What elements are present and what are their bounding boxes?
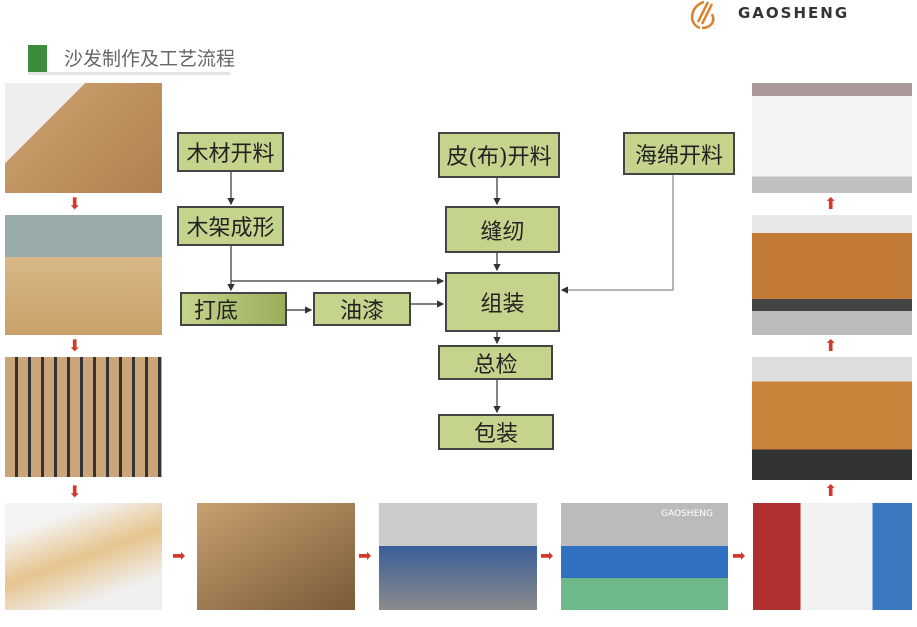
arrow-up-icon: ⬆ [824, 336, 838, 355]
photo-foam-gluing [753, 503, 912, 610]
flow-step-frame: 木架成形 [177, 206, 284, 246]
flow-step-sewing: 缝纫 [445, 206, 560, 253]
photo-sewing-workshop [379, 503, 537, 610]
flow-step-paint: 油漆 [313, 292, 411, 326]
arrow-up-icon: ⬆ [824, 481, 838, 500]
arrow-down-icon: ⬇ [68, 336, 82, 355]
photo-frame-with-straps [5, 503, 162, 610]
flow-step-wood-cut: 木材开料 [177, 132, 284, 172]
title-accent-bar [28, 45, 47, 73]
flow-step-leather-cut: 皮(布)开料 [438, 132, 560, 178]
photo-cutting-leather [197, 503, 355, 610]
page-title: 沙发制作及工艺流程 [64, 48, 236, 70]
arrow-down-icon: ⬇ [68, 482, 82, 501]
flow-step-inspection: 总检 [438, 345, 553, 380]
arrow-up-icon: ⬆ [824, 194, 838, 213]
arrow-right-icon: ➡ [172, 546, 186, 565]
photo-watermark: GAOSHENG [661, 509, 713, 519]
arrow-right-icon: ➡ [540, 546, 554, 565]
flow-step-packing: 包装 [438, 414, 554, 450]
arrow-right-icon: ➡ [358, 546, 372, 565]
gaosheng-logo-icon [691, 0, 715, 30]
photo-measuring-wood [5, 83, 162, 193]
photo-wrapped-sofa [752, 83, 912, 193]
arrow-right-icon: ➡ [732, 546, 746, 565]
flow-step-foam-cut: 海绵开料 [623, 132, 735, 175]
photo-finished-sofa [752, 215, 912, 335]
logo-text: GAOSHENG [738, 4, 850, 22]
photo-upholstering [752, 357, 912, 480]
title-underline [28, 72, 230, 75]
flow-step-assembly: 组装 [445, 272, 560, 332]
photo-foam-cutting: GAOSHENG [561, 503, 728, 610]
photo-wood-frame [5, 215, 162, 335]
arrow-down-icon: ⬇ [68, 194, 82, 213]
flow-step-primer: 打底 [180, 292, 287, 326]
photo-springs [5, 357, 162, 477]
